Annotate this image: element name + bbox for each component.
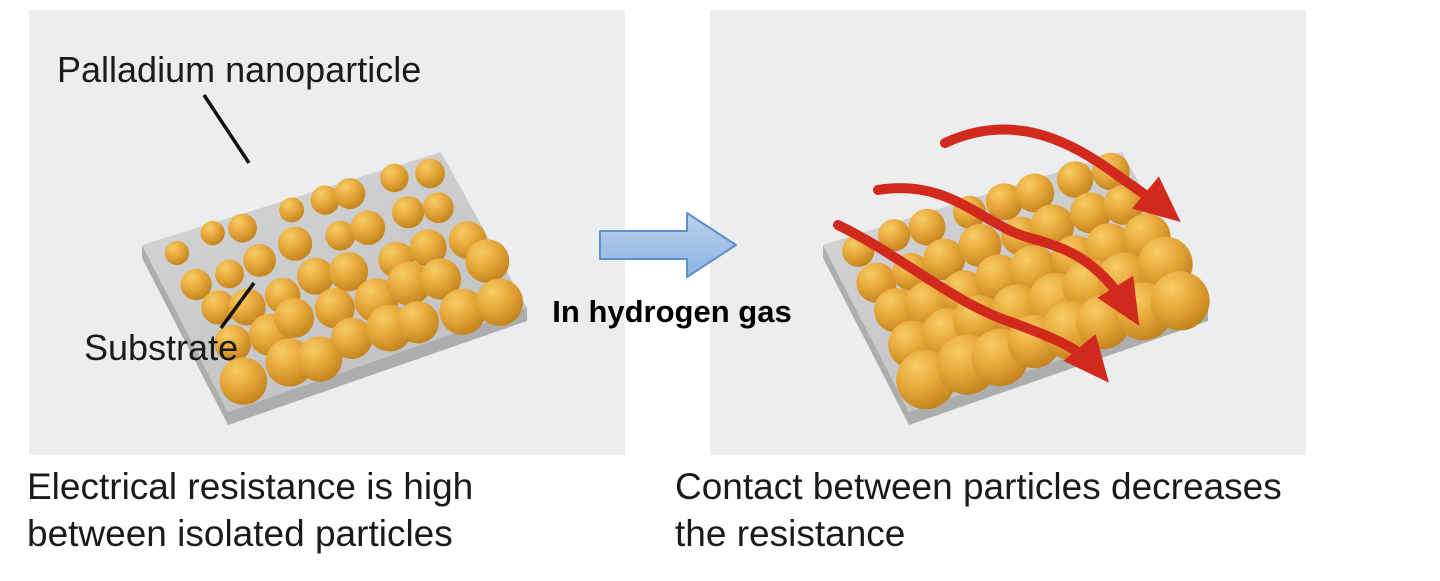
right-caption: Contact between particles decreases the … (675, 464, 1420, 557)
right-caption-line2: the resistance (675, 512, 906, 554)
palladium-nanoparticle-label: Palladium nanoparticle (57, 49, 422, 90)
current-path-arrow-middle (873, 183, 1140, 326)
pointer-line-particle (202, 94, 251, 164)
substrate-label: Substrate (84, 327, 239, 368)
current-path-arrow-bottom (833, 220, 1109, 383)
substrate-side-face (142, 245, 527, 425)
current-path-arrow-top (940, 124, 1181, 222)
right-panel-scene (823, 124, 1210, 425)
left-caption: Electrical resistance is high between is… (27, 464, 647, 557)
nanoparticles-isolated-group (164, 158, 524, 405)
left-panel-scene (142, 94, 527, 425)
current-path-arrows (833, 124, 1181, 383)
left-caption-line1: Electrical resistance is high (27, 466, 474, 507)
right-panel (710, 10, 1306, 455)
pointer-line-substrate (219, 281, 256, 330)
right-caption-line1: Contact between particles decreases (675, 466, 1282, 507)
left-caption-line2: between isolated particles (27, 512, 453, 554)
transition-label: In hydrogen gas (552, 294, 792, 329)
left-panel: Palladium nanoparticle Substrate (29, 10, 625, 455)
transition-arrow-icon (599, 212, 737, 278)
